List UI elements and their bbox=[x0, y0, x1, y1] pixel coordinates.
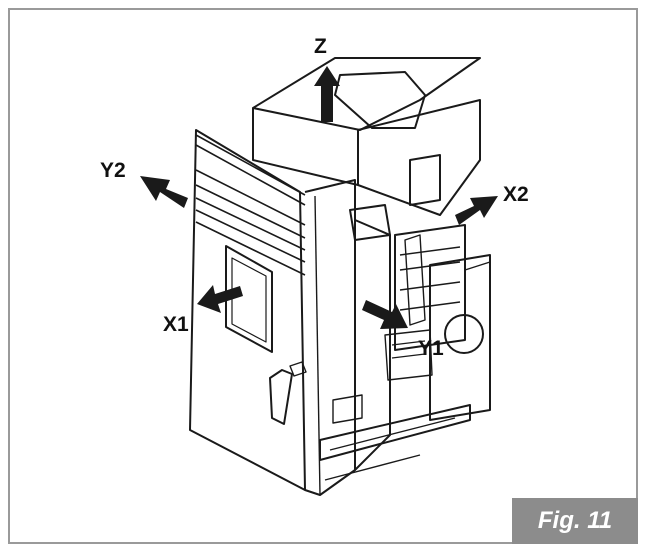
door-handle bbox=[269, 369, 293, 425]
front-panel bbox=[189, 129, 306, 491]
figure-frame bbox=[8, 8, 638, 544]
arrow-z-icon bbox=[314, 66, 340, 122]
label-y2: Y2 bbox=[100, 159, 126, 182]
base-rail bbox=[324, 417, 456, 481]
arrow-y2-icon bbox=[140, 176, 188, 208]
body-side-panel bbox=[354, 219, 391, 471]
arrow-x2-icon bbox=[455, 196, 498, 225]
door-window-inner bbox=[231, 257, 267, 343]
hopper-top-face bbox=[252, 57, 481, 131]
hopper-latch bbox=[409, 154, 441, 206]
rear-block-side bbox=[464, 261, 491, 271]
door-handle-pin bbox=[289, 361, 307, 377]
burn-pot bbox=[384, 329, 433, 381]
figure-caption-text: Fig. 11 bbox=[537, 507, 613, 534]
figure-caption-badge: Fig. 11 bbox=[512, 498, 638, 544]
rear-block bbox=[429, 254, 491, 421]
base-tray bbox=[319, 404, 471, 461]
hopper-lid bbox=[334, 71, 426, 129]
side-cutout bbox=[332, 394, 363, 424]
side-frame bbox=[304, 179, 356, 496]
label-x2: X2 bbox=[503, 183, 529, 206]
internal-mech-3 bbox=[404, 234, 426, 326]
burn-pot-inner bbox=[391, 340, 426, 359]
internal-bracket bbox=[349, 204, 391, 241]
arrow-x1-icon bbox=[197, 285, 243, 313]
arrow-y1-icon bbox=[362, 300, 408, 329]
label-x1: X1 bbox=[163, 313, 189, 336]
label-y1: Y1 bbox=[418, 337, 444, 360]
hopper-front-face bbox=[252, 108, 359, 186]
front-grille bbox=[195, 134, 306, 276]
label-z: Z bbox=[314, 35, 327, 58]
rear-flue-hole bbox=[444, 314, 484, 354]
